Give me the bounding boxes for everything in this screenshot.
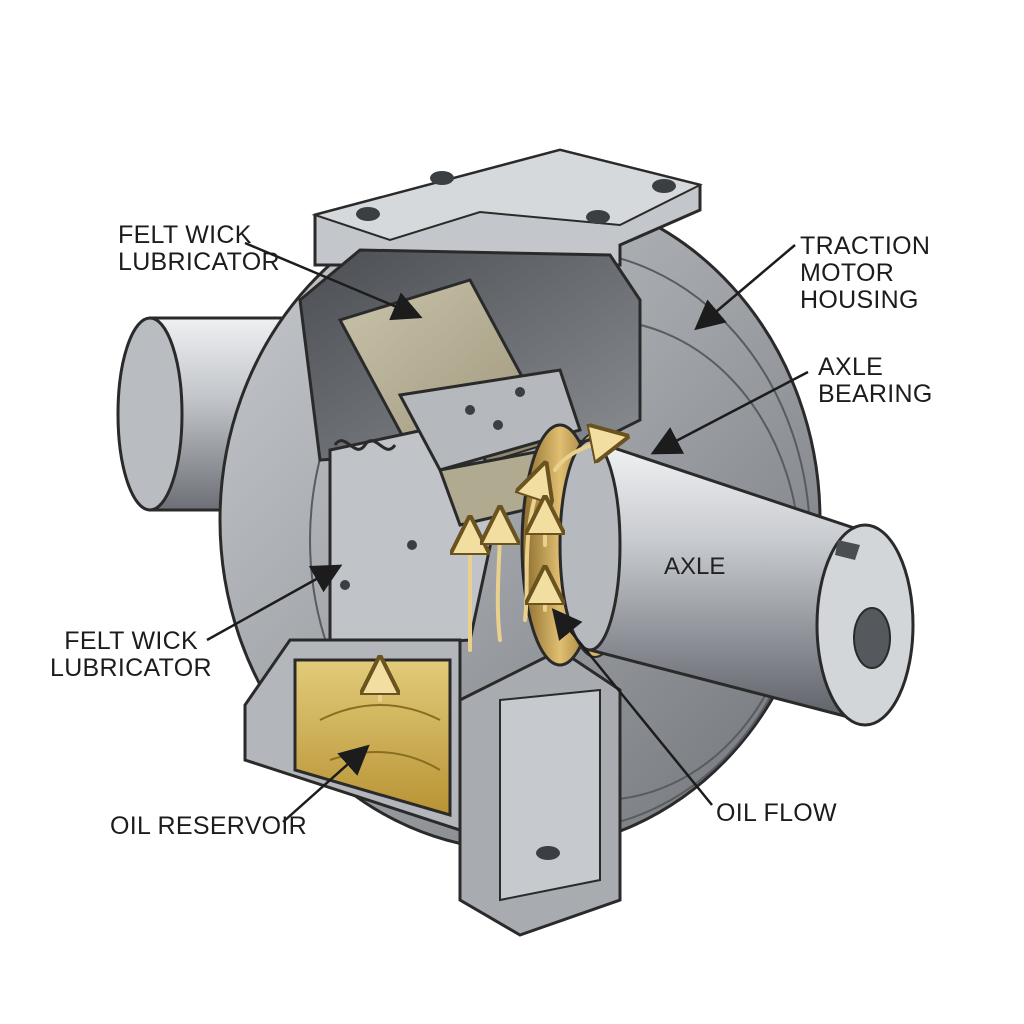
oil-flow-arrows <box>380 440 610 702</box>
label-felt-wick-bottom: FELT WICK LUBRICATOR <box>50 627 212 682</box>
oil-reservoir <box>243 638 462 833</box>
label-traction-motor-housing: TRACTION MOTOR HOUSING <box>800 233 930 314</box>
label-line: BEARING <box>818 380 933 408</box>
label-oil-reservoir: OIL RESERVOIR <box>110 813 307 840</box>
label-line: HOUSING <box>800 286 919 314</box>
label-line: LUBRICATOR <box>50 654 212 682</box>
label-line: MOTOR <box>800 259 895 287</box>
mounting-foot <box>458 648 622 937</box>
label-line: FELT WICK <box>118 221 252 249</box>
leader-lines <box>206 241 809 823</box>
axle-shaft <box>558 437 915 727</box>
label-oil-flow: OIL FLOW <box>716 800 837 827</box>
label-axle: AXLE <box>664 553 726 580</box>
label-line: LUBRICATOR <box>118 248 280 276</box>
label-line: TRACTION <box>800 232 931 260</box>
label-felt-wick-top: FELT WICK LUBRICATOR <box>118 221 280 276</box>
label-line: FELT WICK <box>64 627 198 655</box>
label-line: AXLE <box>818 353 884 381</box>
label-axle-bearing: AXLE BEARING <box>818 354 933 408</box>
label-line: OIL FLOW <box>716 799 837 827</box>
label-line: OIL RESERVOIR <box>110 812 308 840</box>
